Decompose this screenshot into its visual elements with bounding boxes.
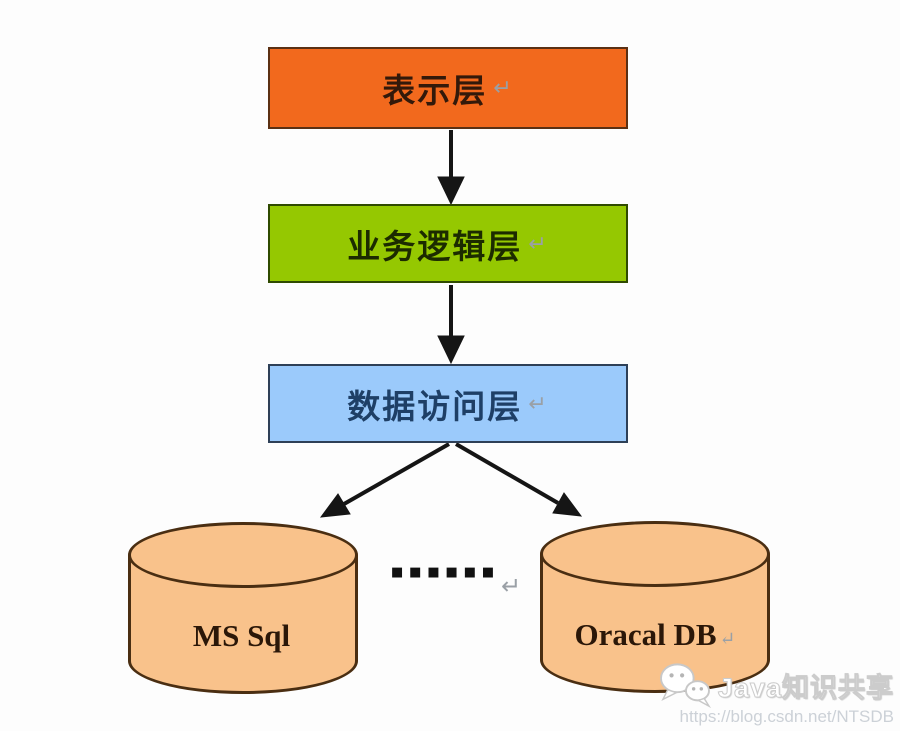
layer-label-business: 业务逻辑层	[347, 227, 523, 265]
arrow-business-to-data	[437, 285, 465, 365]
ellipsis-dots: ▪▪▪▪▪▪↵	[390, 552, 530, 600]
layer-box-presentation: 表示层 ↵	[268, 47, 628, 129]
arrow-presentation-to-business	[437, 130, 465, 206]
arrow-data-to-mssql	[319, 442, 450, 518]
return-mark: ↵	[528, 230, 549, 256]
return-mark: ↵	[528, 390, 549, 416]
database-label-mssql: MS Sql	[192, 618, 291, 653]
layer-box-business: 业务逻辑层 ↵	[268, 204, 628, 283]
return-mark: ↵	[501, 573, 526, 600]
layer-box-data-access: 数据访问层 ↵	[268, 364, 628, 443]
database-cylinder-oracle: Oracal DB↵	[540, 521, 770, 693]
layer-label-data-access: 数据访问层	[347, 387, 523, 425]
cylinder-top-ellipse	[128, 522, 358, 588]
return-mark: ↵	[493, 75, 514, 100]
layer-label-presentation: 表示层	[382, 72, 488, 109]
database-label-oracle: Oracal DB↵	[574, 617, 736, 652]
return-mark: ↵	[719, 629, 736, 650]
arrow-data-to-oracle	[454, 442, 583, 517]
watermark-title: Java知识共享	[717, 672, 894, 703]
cylinder-top-ellipse	[540, 521, 770, 587]
wechat-chat-bubbles-icon	[659, 663, 711, 709]
database-cylinder-mssql: MS Sql	[128, 522, 358, 694]
watermark: Java知识共享 https://blog.csdn.net/NTSDB	[656, 661, 894, 727]
watermark-url: https://blog.csdn.net/NTSDB	[679, 707, 895, 726]
